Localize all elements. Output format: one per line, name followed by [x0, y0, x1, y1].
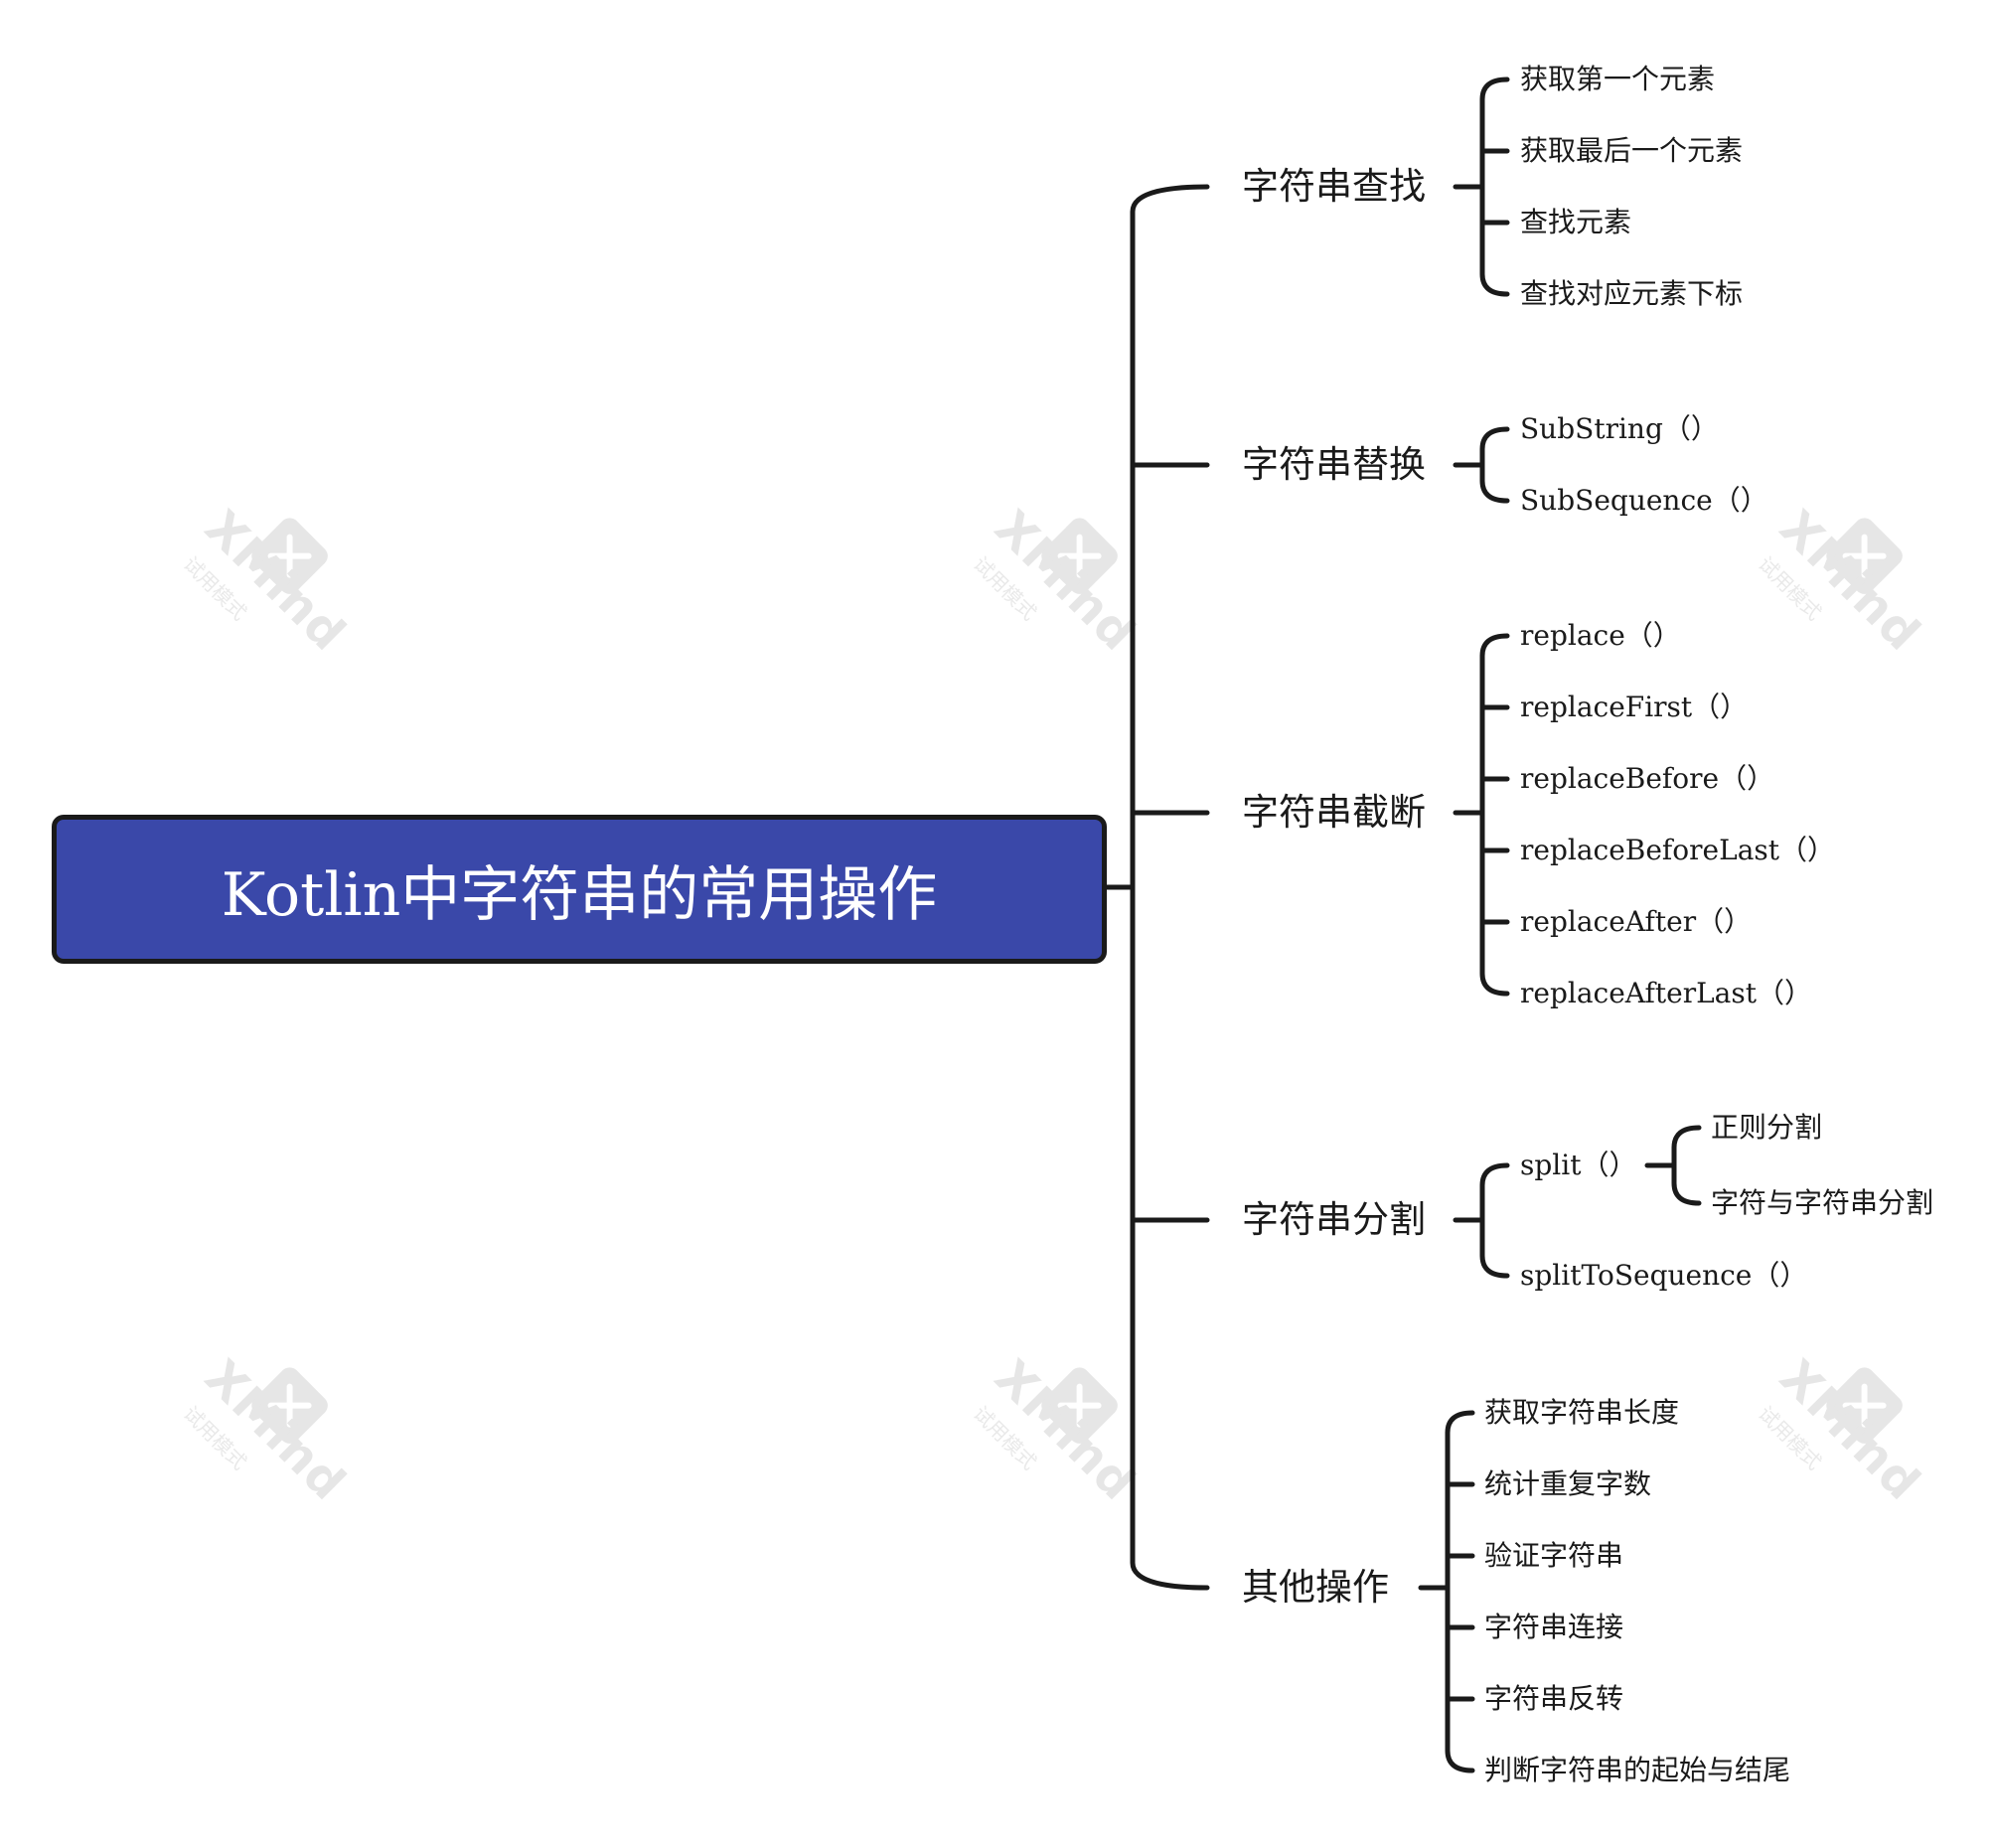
subtopic[interactable]: SubString（） — [1520, 412, 1719, 445]
subtopic[interactable]: replaceBeforeLast（） — [1520, 834, 1836, 866]
main-trunk — [1130, 184, 1210, 1591]
root-topic[interactable]: Kotlin中字符串的常用操作 — [52, 815, 1107, 964]
bracket — [1671, 1125, 1702, 1206]
subtopic[interactable]: SubSequence（） — [1520, 484, 1768, 517]
bracket — [1479, 426, 1510, 504]
bracket — [1479, 77, 1510, 297]
subtopic[interactable]: 字符与字符串分割 — [1711, 1186, 1934, 1219]
subtopic[interactable]: 获取字符串长度 — [1484, 1396, 1680, 1429]
subtopic[interactable]: 获取最后一个元素 — [1520, 134, 1744, 167]
subtopic[interactable]: replaceAfterLast（） — [1520, 977, 1812, 1009]
branch-topic-replace[interactable]: 字符串替换 — [1242, 443, 1426, 486]
subtopic[interactable]: 验证字符串 — [1484, 1539, 1624, 1572]
branch-topic-search[interactable]: 字符串查找 — [1242, 165, 1426, 208]
subtopic[interactable]: 字符串反转 — [1484, 1682, 1624, 1715]
branch-topic-truncate[interactable]: 字符串截断 — [1242, 791, 1426, 834]
branch-topic-other[interactable]: 其他操作 — [1242, 1566, 1389, 1609]
subtopic[interactable]: 查找对应元素下标 — [1520, 277, 1744, 310]
subtopic[interactable]: split（） — [1520, 1149, 1637, 1181]
bracket — [1445, 1410, 1475, 1773]
subtopic[interactable]: 获取第一个元素 — [1520, 63, 1716, 95]
subtopic[interactable]: replaceFirst（） — [1520, 691, 1749, 723]
subtopic[interactable]: 统计重复字数 — [1484, 1467, 1652, 1500]
subtopic[interactable]: 正则分割 — [1711, 1111, 1823, 1144]
bracket — [1479, 1162, 1510, 1279]
subtopic[interactable]: 字符串连接 — [1484, 1611, 1624, 1643]
subtopic[interactable]: 查找元素 — [1520, 206, 1632, 238]
subtopic[interactable]: replaceBefore（） — [1520, 762, 1775, 795]
branch-topic-split[interactable]: 字符串分割 — [1242, 1198, 1426, 1241]
subtopic[interactable]: 判断字符串的起始与结尾 — [1484, 1754, 1791, 1786]
subtopic[interactable]: splitToSequence（） — [1520, 1259, 1808, 1292]
subtopic[interactable]: replace（） — [1520, 619, 1681, 652]
bracket — [1479, 633, 1510, 997]
subtopic[interactable]: replaceAfter（） — [1520, 905, 1753, 938]
root-topic-title: Kotlin中字符串的常用操作 — [221, 859, 938, 930]
